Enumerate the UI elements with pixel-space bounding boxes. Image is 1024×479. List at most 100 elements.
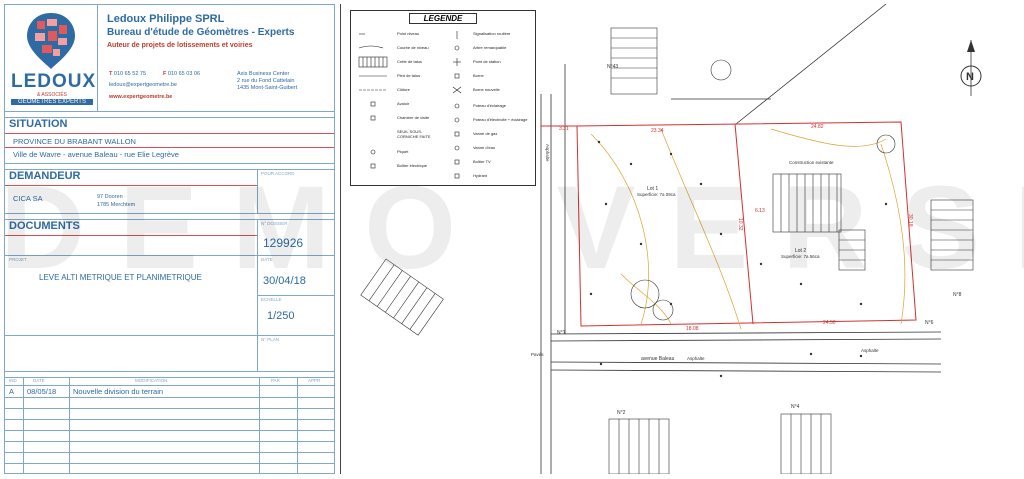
situation-line-2: Ville de Wavre - avenue Baleau - rue Eli… [13,150,179,159]
divider [5,377,334,378]
legend-left-10: Boîtier électrique [397,163,428,168]
website-link[interactable]: www.expertgeometre.be [109,94,173,100]
projet-label: PROJET [9,257,27,262]
dim-4: 18.08 [686,326,699,332]
logo-name: LEDOUX [11,71,97,92]
dim-6: 6.13 [755,208,765,214]
divider [69,377,70,473]
company-tagline: Auteur de projets de lotissements et voi… [107,42,253,49]
fax-number: 010 65 03 06 [167,71,201,77]
echelle-label: ECHELLE [261,297,282,302]
logo-sub1: & ASSOCIÉS [36,92,67,98]
dim-1: 23.34 [651,128,664,134]
dim-3: 24.50 [823,320,836,326]
lot-number-4: N°4 [791,404,800,410]
legend-right-2: Arbre remarquable [473,45,507,50]
situation-title: SITUATION [9,118,68,130]
demandeur-address-2: 1785 Merchtem [97,202,136,208]
divider [5,452,334,453]
rev-header-ind: IND [9,378,17,383]
legend-symbols [358,31,462,179]
demandeur-name: CICA SA [13,194,43,203]
divider [5,463,334,464]
legend-right-9: Vanne d'eau [473,145,496,150]
demandeur-address-1: 97 Dooren [97,194,123,200]
plan-area: Lot 1 Superficie: 7a 09ca Lot 2 Superfic… [340,3,1021,475]
divider [5,235,257,236]
date-value: 30/04/18 [263,275,306,287]
dim-8: 3.31 [559,126,569,132]
divider [5,385,334,386]
phone-row: T 010 65 52 75 [109,71,146,77]
legend-left-7: Chambre de visite [397,115,430,120]
asphalte-label-1: Asphalte [545,144,550,162]
divider [5,117,334,118]
accord-label: POUR ACCORD [261,171,295,176]
company-name: Ledoux Philippe SPRL [107,13,225,25]
dossier-number: 129926 [263,236,304,250]
fax-label: F [163,71,167,77]
legend-right-1: Signalisation routière [473,31,511,36]
logo-sub2: GÉOMÈTRES EXPERTS [11,99,93,105]
phone-number: 010 65 52 75 [113,71,147,77]
lot2-label: Lot 2 [795,248,806,254]
legend-left-2: Courbe de niveau [397,45,429,50]
divider [5,169,334,170]
lot-number-6: N°6 [925,320,934,326]
echelle-value: 1/250 [267,310,295,322]
rev-header-modification: MODIFICATION [135,378,168,383]
dim-5: 30.18 [907,214,913,227]
lot-number-8: N°8 [953,292,962,298]
rev-date: 08/05/18 [27,387,57,396]
plan-label: N° PLAN [261,337,280,342]
dossier-label: N° DOSSIER [261,221,288,226]
email-link[interactable]: ledoux@expertgeometre.be [109,82,177,88]
legend-right-8: Vanne de gaz [473,131,498,136]
divider [257,169,258,213]
north-arrow-icon: N [960,40,982,96]
documents-title: DOCUMENTS [9,220,80,232]
rev-header-appr: APPR [308,378,321,383]
rev-ind: A [9,387,15,396]
legend-right-6: Poteau d'éclairage [473,103,507,108]
divider [5,419,334,420]
rev-header-date: DATE [33,378,45,383]
asphalte-label-3: Asphalte [861,348,879,353]
rev-header-par: PAR [271,378,280,383]
legend-left-4: Pied de talus [397,73,421,78]
divider [5,335,334,336]
legend-right-11: Hydrant [473,173,488,178]
dim-2: 24.82 [811,124,824,130]
legend-left-1: Point niveau [397,31,420,36]
rev-modification: Nouvelle division du terrain [73,387,164,396]
legend-title: LEGENDE [409,13,477,24]
divider [5,408,334,409]
legend-right-3: Point de station [473,59,501,64]
divider [5,147,334,148]
lot1-label: Lot 1 [647,186,658,192]
divider [5,371,334,372]
dim-7: 10.32 [737,218,743,231]
demandeur-title: DEMANDEUR [9,170,81,182]
street-label: avenue Baleau [641,356,675,362]
phone-label: T [109,71,113,77]
divider [259,377,260,473]
legend-box: LEGENDE Point niveau Courbe de niveau Cr… [350,10,536,186]
construction-label: Construction existante [789,160,834,165]
divider [5,219,334,220]
address-line-2: 2 rue du Fond Cattelain [237,78,295,84]
legend-left-9: Piquet [397,149,409,154]
projet-value: LEVE ALTI METRIQUE ET PLANIMETRIQUE [39,273,202,282]
divider [5,163,334,164]
demo-watermark: DEMO VERSION [0,162,1024,294]
divider [257,295,334,296]
lot-number-43: N°43 [607,64,618,70]
legend-left-5: Clôture [397,87,410,92]
legend-left-3: Crête de talus [397,59,422,64]
date-label: DATE [261,257,273,262]
compass-label: N [966,71,974,83]
title-block: LEDOUX & ASSOCIÉS GÉOMÈTRES EXPERTS Ledo… [4,4,335,474]
divider [297,377,298,473]
divider [5,397,334,398]
